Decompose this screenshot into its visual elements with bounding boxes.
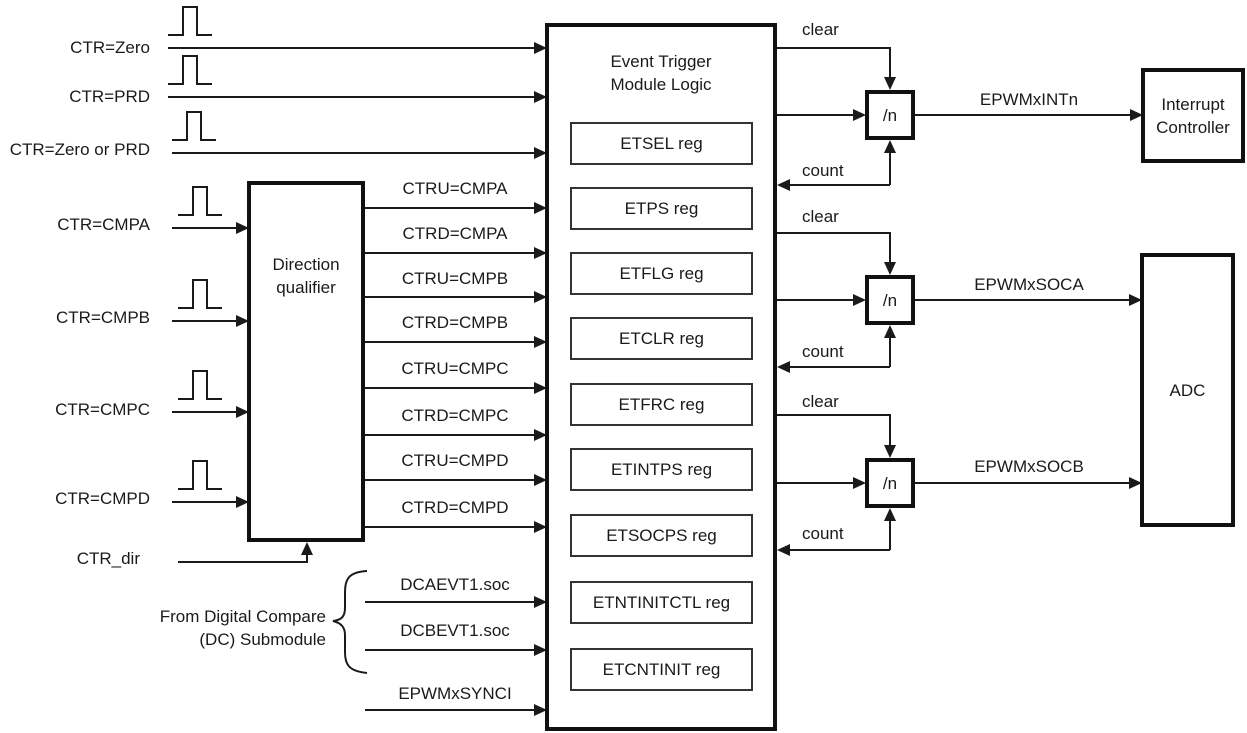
signal-label-dcbevt1-soc: DCBEVT1.soc [400,621,510,640]
wire-channel-soca [777,232,1129,368]
register-box-etintps: ETINTPS reg [570,448,753,491]
wire-ctr-dir [178,553,308,563]
interrupt-controller-line2: Controller [1156,117,1230,137]
signal-label-ctru-cmpd: CTRU=CMPD [401,451,509,470]
wire-dq-outputs [365,207,535,528]
et-module-title-line1: Event Trigger [610,52,712,71]
wire-timed-inputs [168,47,535,154]
clear-label-soca: clear [802,207,839,226]
direction-qualifier-title: Direction qualifier [251,253,361,299]
signal-label-dcaevt1-soc: DCAEVT1.soc [400,575,510,594]
et-module-title-line2: Module Logic [610,75,712,94]
register-box-etsel: ETSEL reg [570,122,753,165]
dc-source-label: From Digital Compare (DC) Submodule [100,605,326,651]
divider-box-socb: /n [865,458,915,508]
clear-label-socb: clear [802,392,839,411]
dc-source-line1: From Digital Compare [159,607,326,626]
register-box-etfrc: ETFRC reg [570,383,753,426]
direction-qualifier-line2: qualifier [276,278,336,297]
signal-label-epwmxsynci: EPWMxSYNCI [398,684,512,703]
dc-source-line2: (DC) Submodule [199,630,326,649]
signal-label-ctr-zero: CTR=Zero [70,38,150,57]
register-box-etps: ETPS reg [570,187,753,230]
signal-label-ctr-cmpd: CTR=CMPD [55,489,150,508]
signal-label-ctrd-cmpa: CTRD=CMPA [402,224,508,243]
register-box-etcntinit: ETCNTINIT reg [570,648,753,691]
interrupt-controller-line1: Interrupt [1161,94,1225,114]
et-module-title: Event Trigger Module Logic [545,50,777,96]
divider-box-int: /n [865,90,915,140]
interrupt-controller-box: Interrupt Controller [1141,68,1245,163]
signal-label-ctrd-cmpb: CTRD=CMPB [401,313,509,332]
signal-label-ctr-prd: CTR=PRD [69,87,150,106]
register-box-etflg: ETFLG reg [570,252,753,295]
signal-label-ctru-cmpb: CTRU=CMPB [401,269,509,288]
signal-label-ctru-cmpc: CTRU=CMPC [401,359,509,378]
clear-label-int: clear [802,20,839,39]
register-box-etsocps: ETSOCPS reg [570,514,753,557]
signal-label-epwmxintn: EPWMxINTn [979,90,1079,109]
wire-dc-sync-inputs [365,601,535,711]
signal-label-ctrd-cmpd: CTRD=CMPD [401,498,509,517]
register-box-etntinitctl: ETNTINITCTL reg [570,581,753,624]
signal-label-ctr-cmpb: CTR=CMPB [56,308,150,327]
signal-label-ctru-cmpa: CTRU=CMPA [402,179,508,198]
signal-label-ctr-cmpc: CTR=CMPC [55,400,150,419]
direction-qualifier-line1: Direction [272,255,340,274]
direction-qualifier-box: Direction qualifier [247,181,365,542]
pulse-icon [168,6,222,490]
signal-label-epwmxsocb: EPWMxSOCB [974,457,1084,476]
signal-label-ctr-dir: CTR_dir [76,549,140,568]
wire-compare-inputs [172,227,238,503]
count-label-soca: count [802,342,844,361]
arrowheads [236,42,1143,716]
adc-box: ADC [1140,253,1235,527]
register-box-etclr: ETCLR reg [570,317,753,360]
brace-icon [332,570,368,674]
divider-box-soca: /n [865,275,915,325]
signal-label-epwmxsoca: EPWMxSOCA [974,275,1084,294]
count-label-int: count [802,161,844,180]
count-label-socb: count [802,524,844,543]
signal-label-ctrd-cmpc: CTRD=CMPC [401,406,509,425]
wire-channel-socb [777,414,1129,551]
wire-channel-int [777,47,1130,186]
signal-label-ctr-zero-or-prd: CTR=Zero or PRD [9,140,150,159]
signal-label-ctr-cmpa: CTR=CMPA [57,215,150,234]
